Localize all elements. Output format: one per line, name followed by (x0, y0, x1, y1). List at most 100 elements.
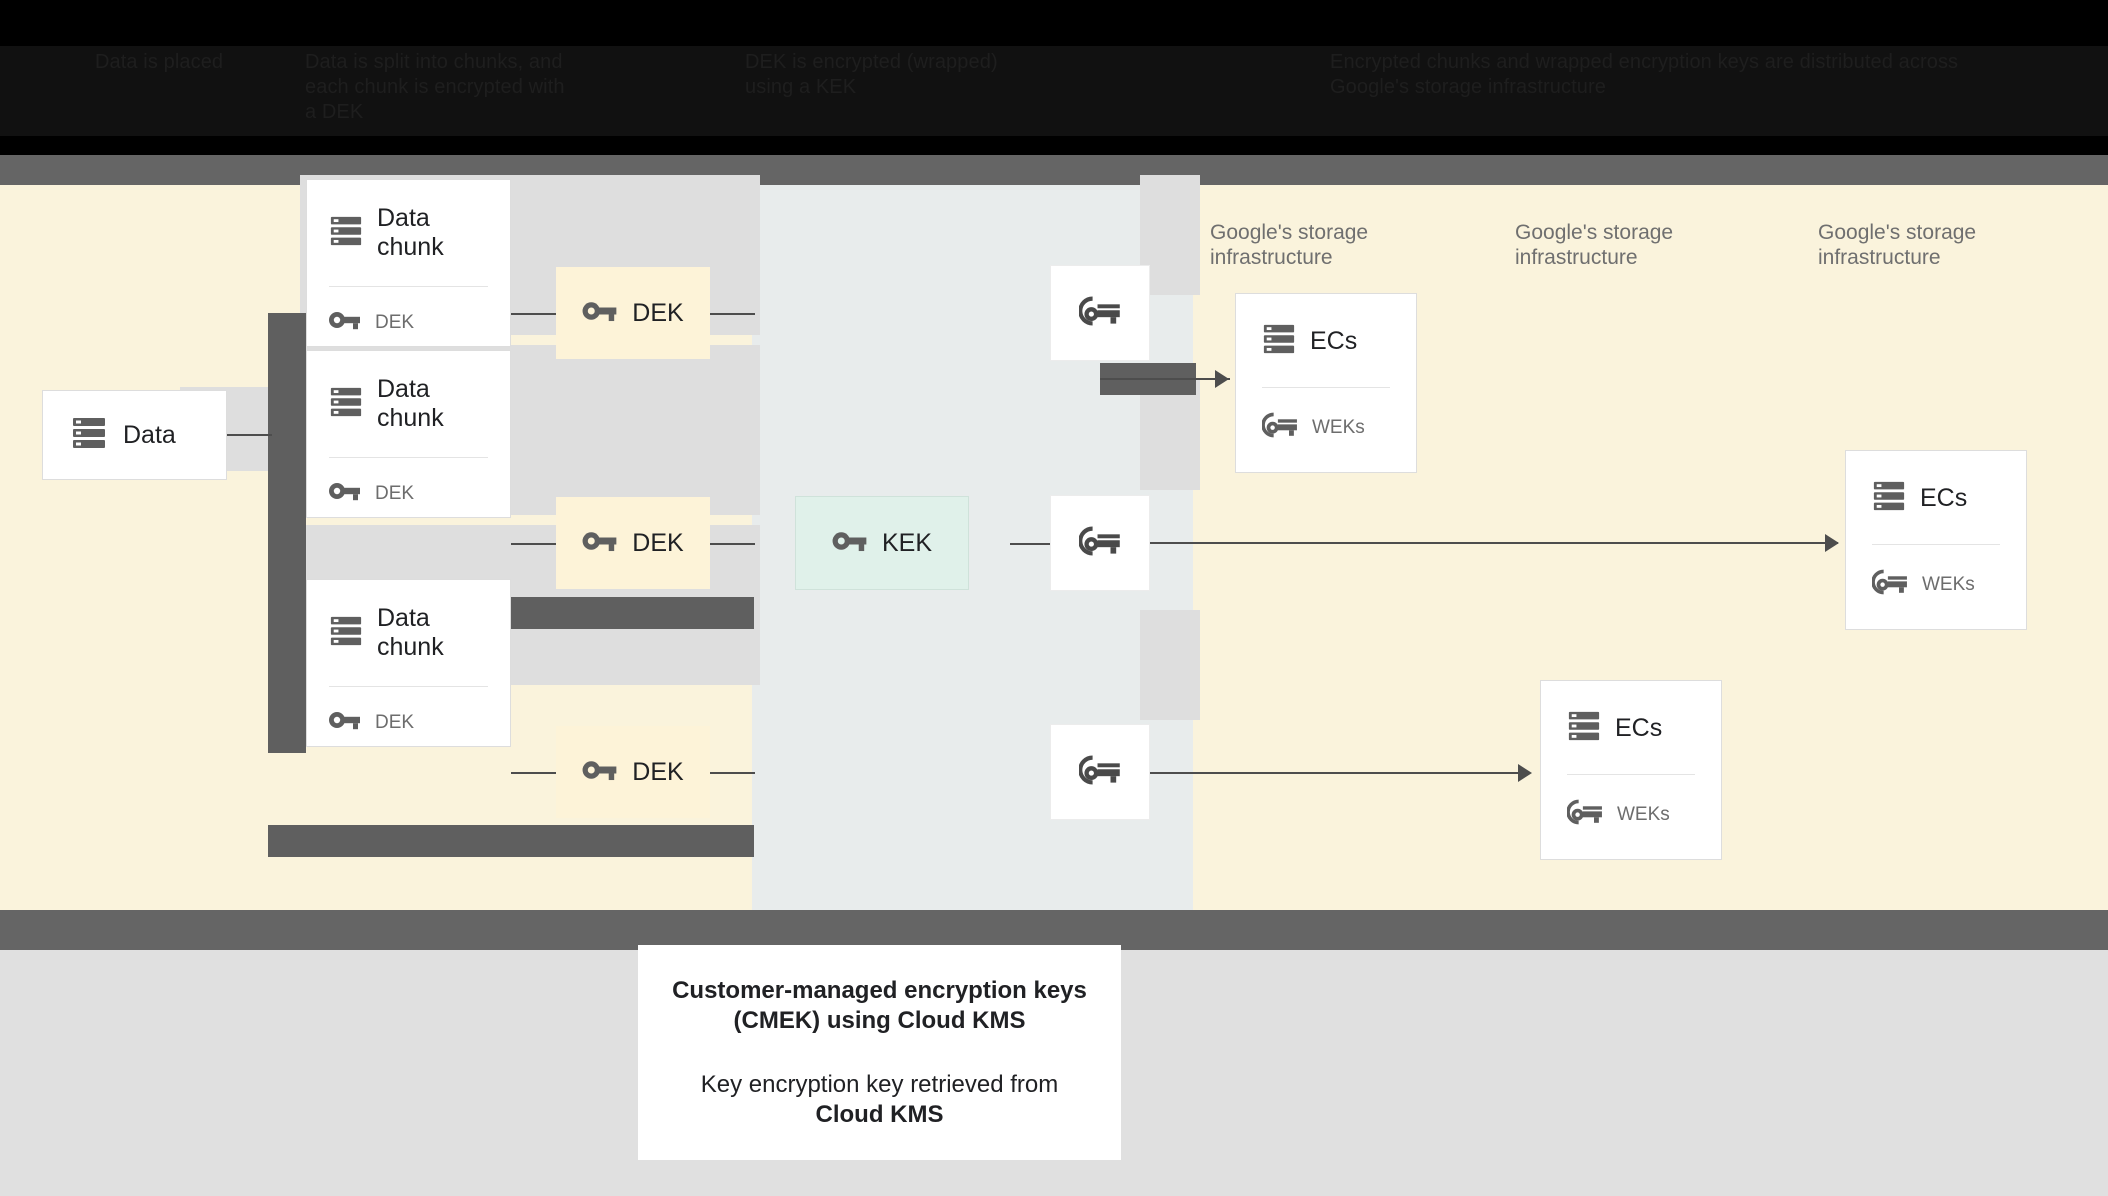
caption-title-line2: (CMEK) using Cloud KMS (733, 1006, 1026, 1034)
storage-node-1[interactable]: ECs WEKs (1235, 293, 1417, 473)
header-col-data-placed: Data is placed (95, 51, 224, 73)
data-stack-icon (329, 385, 363, 424)
wrapped-key-icon (1078, 296, 1121, 331)
arrow-head-to-storage-2 (1825, 534, 1839, 552)
key-icon (329, 709, 361, 736)
dek-chip-3[interactable]: DEK (556, 726, 710, 818)
storage-node-1-divider (1262, 387, 1390, 388)
caption-title-line1: Customer-managed encryption keys (672, 976, 1087, 1004)
kek-chip-label: KEK (881, 528, 933, 557)
card-data-source-label: Data (123, 420, 176, 449)
chunk-card-3[interactable]: Data chunk DEK (306, 579, 511, 747)
wrapped-key-icon (1566, 799, 1603, 830)
chunk-card-2-key: DEK (329, 480, 488, 507)
chunk-card-1-title: Data chunk (377, 204, 444, 261)
caption-body-line1: Key encryption key retrieved from (700, 1070, 1059, 1098)
header-text-band: Data is placed Data is split into chunks… (0, 46, 2108, 136)
data-stack-icon (329, 214, 363, 253)
arrow-line-to-storage-2 (1150, 542, 1838, 544)
chunk-card-3-key: DEK (329, 709, 488, 736)
key-icon (582, 299, 618, 328)
key-icon (582, 758, 618, 787)
key-icon (329, 309, 361, 336)
connector-chunk2-dek2 (511, 543, 556, 545)
arrow-line-to-storage-1 (1100, 378, 1230, 380)
rail-wkey-2 (1140, 380, 1200, 490)
storage-node-2-key-label: WEKs (1617, 803, 1670, 825)
rail-wkey-1 (1140, 175, 1200, 295)
header-col-wrapped: DEK is encrypted (wrapped) using a KEK (745, 51, 998, 98)
connector-dek3-wkey3 (710, 772, 755, 774)
storage-node-2[interactable]: ECs WEKs (1540, 680, 1722, 860)
chunk-card-1-divider (329, 286, 488, 287)
storage-node-3-divider (1872, 544, 2000, 545)
storage-node-2-title: ECs (1615, 714, 1663, 742)
connector-kek-wkey2 (1010, 543, 1050, 545)
connector-source-split (227, 434, 272, 436)
wrapped-key-icon (1078, 526, 1121, 561)
data-stack-icon (329, 614, 363, 653)
arrow-line-to-storage-3 (1150, 772, 1530, 774)
data-stack-icon (1872, 479, 1906, 518)
caption-body-line2: Cloud KMS (815, 1100, 944, 1128)
wrapped-key-tile-3[interactable] (1050, 724, 1150, 820)
storage-label-1: Google's storage infrastructure (1210, 221, 1369, 269)
rail-wkey-3 (1140, 610, 1200, 720)
chunk-card-2-key-label: DEK (375, 482, 415, 504)
wrapped-key-tile-1[interactable] (1050, 265, 1150, 361)
dek-chip-2[interactable]: DEK (556, 497, 710, 589)
wrapped-key-icon (1871, 569, 1908, 600)
connector-dek2-wkey2 (710, 543, 755, 545)
card-data-source[interactable]: Data (42, 390, 227, 480)
arrow-head-to-storage-3 (1518, 764, 1532, 782)
storage-label-3: Google's storage infrastructure (1818, 221, 1977, 269)
connector-chunk1-dek1 (511, 313, 556, 315)
storage-node-3[interactable]: ECs WEKs (1845, 450, 2027, 630)
header-col-distributed: Encrypted chunks and wrapped encryption … (1330, 51, 1959, 98)
header-band: Data is placed Data is split into chunks… (0, 0, 2108, 175)
arrow-head-to-storage-1 (1215, 370, 1229, 388)
chunk-card-3-key-label: DEK (375, 711, 415, 733)
dek-chip-1-label: DEK (632, 298, 684, 327)
storage-node-1-header: ECs (1262, 322, 1390, 361)
dek-chip-2-label: DEK (632, 528, 684, 557)
storage-label-2: Google's storage infrastructure (1515, 221, 1674, 269)
storage-node-3-header: ECs (1872, 479, 2000, 518)
bottom-separator-rule (0, 910, 2108, 950)
chunk-card-2[interactable]: Data chunk DEK (306, 350, 511, 518)
chunk-card-1-key: DEK (329, 309, 488, 336)
storage-node-1-key: WEKs (1261, 412, 1390, 443)
header-col-chunked: Data is split into chunks, and each chun… (305, 51, 565, 123)
wrapped-key-icon (1261, 412, 1298, 443)
chunk-card-1[interactable]: Data chunk DEK (306, 179, 511, 347)
storage-node-3-key: WEKs (1871, 569, 2000, 600)
data-stack-icon (1567, 709, 1601, 748)
caption-box: Customer-managed encryption keys (CMEK) … (638, 945, 1121, 1160)
data-stack-icon (1262, 322, 1296, 361)
key-icon (582, 529, 618, 558)
storage-node-1-key-label: WEKs (1312, 416, 1365, 438)
storage-node-2-key: WEKs (1566, 799, 1695, 830)
data-stack-icon (71, 415, 107, 456)
diagram-canvas: Data Data chunk DEK (0, 175, 2108, 910)
chunk-card-2-header: Data chunk (329, 375, 488, 433)
split-branch-mid (268, 825, 754, 857)
storage-node-2-header: ECs (1567, 709, 1695, 748)
storage-node-2-divider (1567, 774, 1695, 775)
split-spine-vertical (268, 313, 306, 753)
chunk-card-2-title: Data chunk (377, 375, 444, 432)
dek-chip-1[interactable]: DEK (556, 267, 710, 359)
chunk-card-1-header: Data chunk (329, 204, 488, 262)
wrapped-key-tile-2[interactable] (1050, 495, 1150, 591)
storage-node-1-title: ECs (1310, 327, 1358, 355)
chunk-card-3-header: Data chunk (329, 604, 488, 662)
chunk-card-1-key-label: DEK (375, 311, 415, 333)
storage-node-3-title: ECs (1920, 484, 1968, 512)
storage-node-3-key-label: WEKs (1922, 573, 1975, 595)
key-icon (832, 529, 868, 558)
kek-chip[interactable]: KEK (795, 496, 969, 590)
dek-chip-3-label: DEK (632, 757, 684, 786)
connector-chunk3-dek3 (511, 772, 556, 774)
wrapped-key-icon (1078, 755, 1121, 790)
chunk-card-3-title: Data chunk (377, 604, 444, 661)
